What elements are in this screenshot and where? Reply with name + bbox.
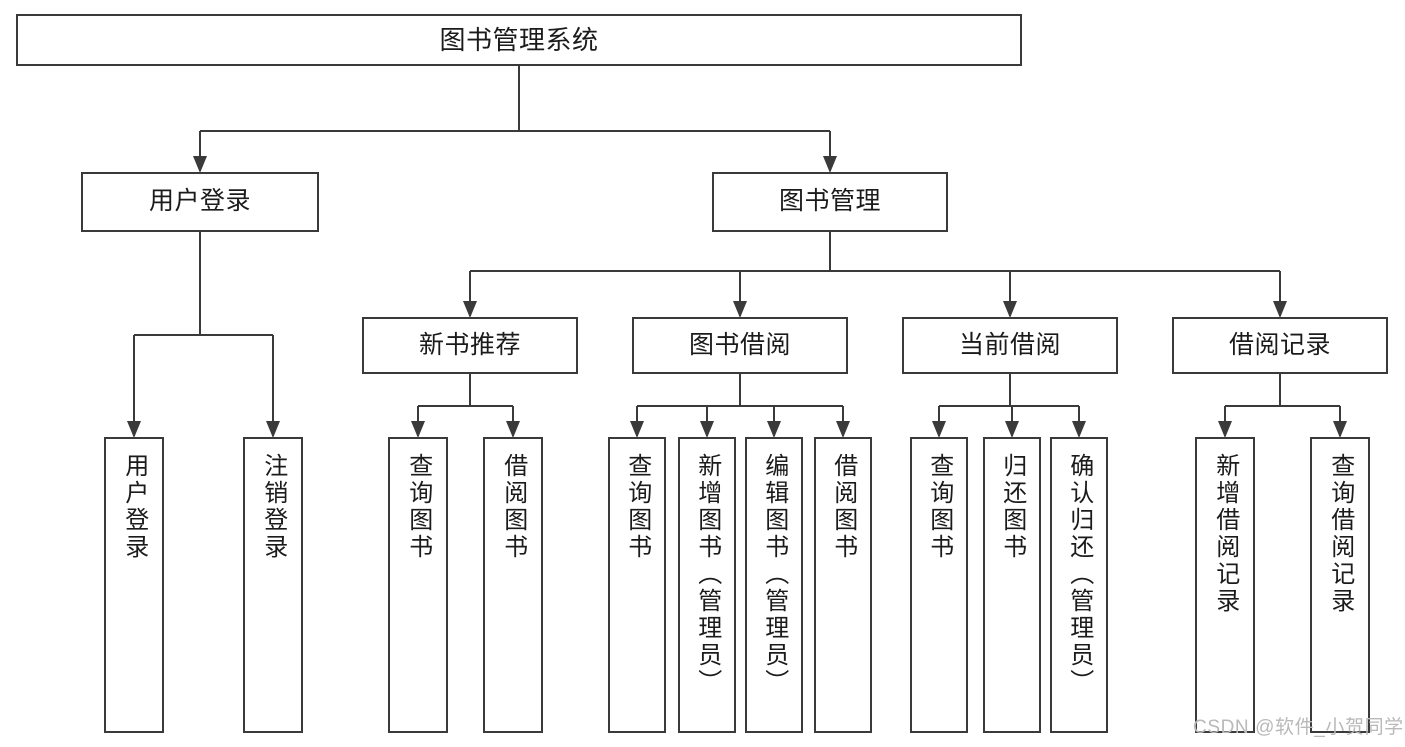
- node-label: 编辑图书（管理员）: [760, 453, 788, 696]
- node-leaf-query-record: 查询借阅记录: [1310, 437, 1370, 733]
- node-book-manage: 图书管理: [712, 172, 948, 232]
- node-label: 确认归还（管理员）: [1065, 453, 1093, 696]
- node-label: 图书借阅: [688, 330, 791, 359]
- node-label: 查询图书: [623, 453, 651, 561]
- node-leaf-return-book: 归还图书: [983, 437, 1041, 733]
- node-root: 图书管理系统: [16, 14, 1022, 66]
- node-new-book-rec: 新书推荐: [362, 317, 578, 374]
- node-current-borrow: 当前借阅: [902, 317, 1118, 374]
- node-label: 查询图书: [404, 453, 432, 561]
- node-label: 借阅图书: [829, 453, 857, 561]
- node-leaf-confirm-ret: 确认归还（管理员）: [1050, 437, 1108, 733]
- node-leaf-user-login: 用户登录: [104, 437, 164, 733]
- node-leaf-borrow-book-1: 借阅图书: [483, 437, 543, 733]
- node-book-borrow: 图书借阅: [632, 317, 848, 374]
- node-leaf-add-book: 新增图书（管理员）: [678, 437, 736, 733]
- node-leaf-add-record: 新增借阅记录: [1195, 437, 1255, 733]
- node-label: 归还图书: [998, 453, 1026, 561]
- node-label: 当前借阅: [958, 330, 1061, 359]
- node-label: 用户登录: [120, 453, 148, 561]
- node-label: 新增借阅记录: [1211, 453, 1239, 615]
- node-label: 图书管理: [778, 187, 881, 216]
- node-borrow-record: 借阅记录: [1172, 317, 1388, 374]
- node-label: 注销登录: [259, 453, 287, 561]
- node-label: 借阅图书: [499, 453, 527, 561]
- node-leaf-query-book-2: 查询图书: [608, 437, 666, 733]
- node-label: 用户登录: [148, 187, 251, 216]
- node-leaf-query-book-1: 查询图书: [388, 437, 448, 733]
- node-label: 借阅记录: [1228, 330, 1331, 359]
- node-label: 新书推荐: [418, 330, 521, 359]
- node-label: 新增图书（管理员）: [693, 453, 721, 696]
- node-leaf-borrow-book-2: 借阅图书: [814, 437, 872, 733]
- node-label: 图书管理系统: [439, 24, 599, 55]
- node-leaf-query-book-3: 查询图书: [910, 437, 968, 733]
- node-leaf-edit-book: 编辑图书（管理员）: [745, 437, 803, 733]
- node-leaf-logout: 注销登录: [243, 437, 303, 733]
- node-label: 查询借阅记录: [1326, 453, 1354, 615]
- node-user-login: 用户登录: [81, 172, 319, 232]
- node-label: 查询图书: [925, 453, 953, 561]
